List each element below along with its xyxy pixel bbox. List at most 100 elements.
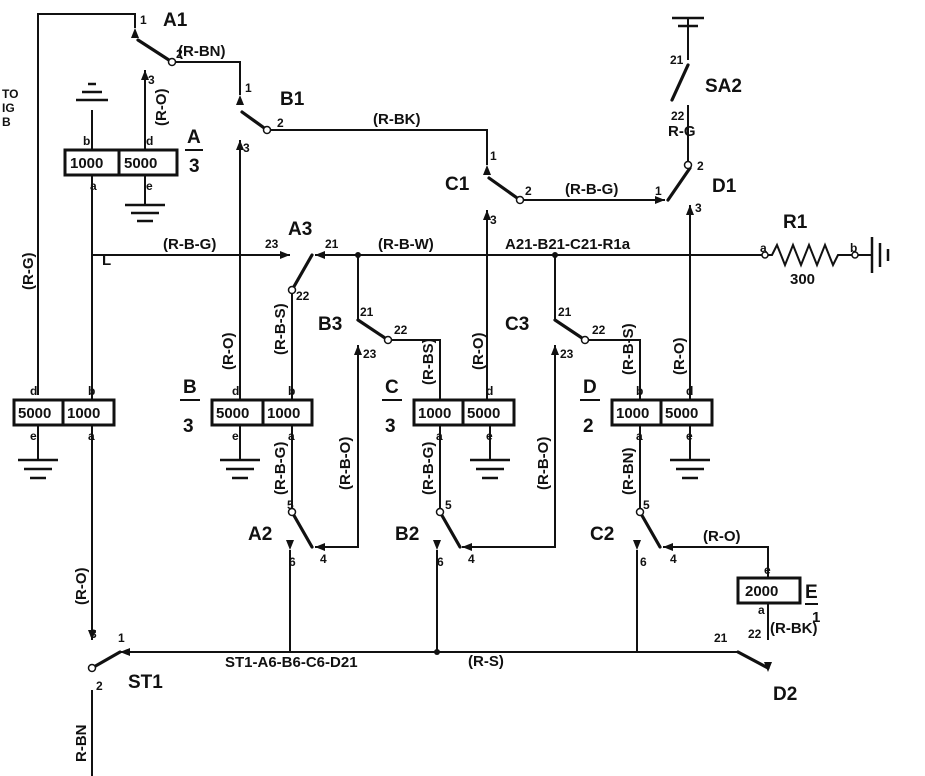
svg-text:4: 4 [670, 552, 677, 566]
wire-label: (R-B-G) [565, 181, 618, 198]
ground-icon [76, 82, 108, 102]
switch-labels: A1 B1 C1 D1 A3 B3 C3 SA2 R1 300 A2 B2 C2… [2, 10, 815, 705]
svg-text:a: a [288, 429, 295, 443]
net-label-top: A21-B21-C21-R1a [505, 236, 631, 253]
ground-icon [125, 175, 165, 223]
unit-c-right-value: 5000 [467, 405, 500, 422]
unit-b-num: 3 [183, 416, 194, 437]
unit-b-name: B [183, 377, 197, 398]
label-c2: C2 [590, 524, 614, 545]
wire-label: (R-O) [703, 528, 741, 545]
wire-label: (R-B-G) [420, 442, 437, 495]
svg-text:e: e [232, 429, 239, 443]
label-b2: B2 [395, 524, 419, 545]
wire-label: (R-B-S) [272, 303, 289, 355]
svg-text:1: 1 [245, 81, 252, 95]
svg-text:22: 22 [748, 627, 762, 641]
svg-text:2: 2 [277, 116, 284, 130]
unit-d-num: 2 [583, 416, 594, 437]
svg-text:23: 23 [265, 237, 279, 251]
wire-label: (R-B-W) [378, 236, 434, 253]
svg-text:22: 22 [671, 109, 685, 123]
svg-text:5: 5 [445, 498, 452, 512]
label-r1: R1 [783, 212, 808, 233]
label-d2: D2 [773, 684, 797, 705]
svg-text:3: 3 [243, 141, 250, 155]
svg-text:a: a [90, 179, 97, 193]
label-sa2: SA2 [705, 76, 742, 97]
unit-e: 2000 [736, 576, 802, 605]
wires [37, 13, 872, 776]
svg-text:d: d [232, 384, 239, 398]
svg-text:5: 5 [287, 498, 294, 512]
wire-label: (R-S) [468, 653, 504, 670]
wire-label: (R-O) [220, 333, 237, 371]
wire-color-labels: (R-BN) (R-BK) (R-B-G) (R-B-G) (R-B-W) R-… [20, 43, 817, 762]
switch-blades [90, 38, 770, 670]
unit-c-num: 3 [385, 416, 396, 437]
svg-text:22: 22 [296, 289, 310, 303]
label-c3: C3 [505, 314, 529, 335]
wire-label: (R-BN) [620, 448, 637, 495]
svg-text:2: 2 [525, 184, 532, 198]
svg-text:21: 21 [325, 237, 339, 251]
svg-text:3: 3 [148, 73, 155, 87]
svg-text:a: a [436, 429, 443, 443]
wire-label: (R-B-G) [163, 236, 216, 253]
edge-label-ig: IG [2, 101, 15, 115]
wire-label: (R-B-S) [620, 323, 637, 375]
svg-text:1: 1 [490, 149, 497, 163]
svg-text:3: 3 [695, 201, 702, 215]
unit-left-left-value: 5000 [18, 405, 51, 422]
unit-b-left-value: 5000 [216, 405, 249, 422]
wire-label: (R-BK) [770, 620, 817, 637]
wire-label: R-BN [73, 725, 90, 763]
svg-text:a: a [758, 603, 765, 617]
svg-text:a: a [760, 241, 767, 255]
edge-label-b: B [2, 115, 11, 129]
svg-text:23: 23 [363, 347, 377, 361]
svg-text:1: 1 [140, 13, 147, 27]
wire-label: (R-O) [153, 89, 170, 127]
svg-text:b: b [288, 384, 295, 398]
ground-icon [672, 16, 704, 28]
unit-a: 1000 5000 [63, 148, 179, 177]
unit-c: 1000 5000 [412, 398, 516, 427]
wire-label: (R-O) [73, 568, 90, 606]
svg-text:2: 2 [96, 679, 103, 693]
svg-text:22: 22 [592, 323, 606, 337]
wire-label: (R-O) [671, 338, 688, 376]
svg-text:2: 2 [697, 159, 704, 173]
unit-e-name: E [805, 582, 818, 603]
unit-left: 5000 1000 [12, 398, 116, 427]
svg-text:3: 3 [490, 213, 497, 227]
svg-text:4: 4 [468, 552, 475, 566]
label-b1: B1 [280, 89, 305, 110]
svg-text:d: d [486, 384, 493, 398]
svg-text:e: e [146, 179, 153, 193]
label-d1: D1 [712, 176, 737, 197]
unit-left-right-value: 1000 [67, 405, 100, 422]
ground-icon [870, 237, 890, 273]
svg-text:d: d [146, 134, 153, 148]
label-a2: A2 [248, 524, 272, 545]
svg-text:3: 3 [90, 627, 97, 641]
unit-e-value: 2000 [745, 583, 778, 600]
label-c1: C1 [445, 174, 470, 195]
unit-e-num: 1 [812, 609, 820, 626]
svg-text:5: 5 [643, 498, 650, 512]
label-a3: A3 [288, 219, 312, 240]
unit-b: 5000 1000 [210, 398, 314, 427]
label-st1: ST1 [128, 672, 163, 693]
wire-label: (R-BK) [373, 111, 420, 128]
arrowheads [88, 28, 772, 672]
svg-text:b: b [83, 134, 90, 148]
unit-a-num: 3 [189, 156, 200, 177]
edge-label-to: TO [2, 87, 18, 101]
svg-text:a: a [636, 429, 643, 443]
unit-fractions: A 3 B 3 C 3 D 2 E 1 [180, 127, 820, 626]
svg-text:21: 21 [670, 53, 684, 67]
svg-text:e: e [686, 429, 693, 443]
svg-text:21: 21 [558, 305, 572, 319]
